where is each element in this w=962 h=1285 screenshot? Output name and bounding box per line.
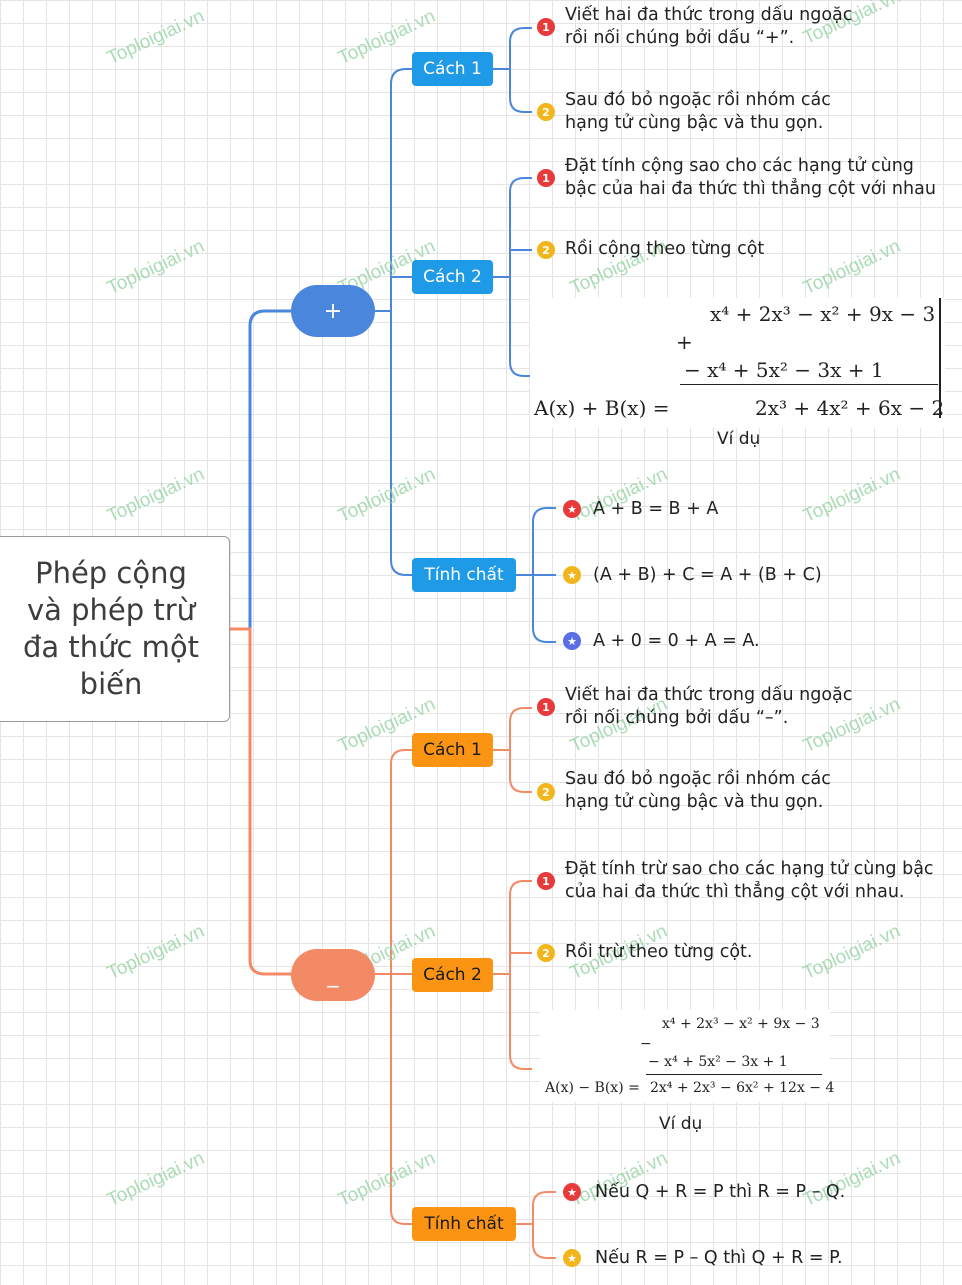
formula-result: 2x⁴ + 2x³ − 6x² + 12x − 4 [650, 1080, 835, 1096]
minus-node[interactable]: _ [291, 949, 375, 1001]
formula-sign: − [640, 1036, 652, 1052]
plus-cach1-item2[interactable]: Sau đó bỏ ngoặc rồi nhóm các hạng tử cùn… [565, 90, 831, 133]
minus-tinhchat-item2[interactable]: Nếu R = P – Q thì Q + R = P. [595, 1248, 843, 1268]
formula-lhs: A(x) − B(x) = [545, 1080, 640, 1096]
plus-tinhchat-tag[interactable]: Tính chất [412, 558, 516, 592]
formula-row-2: − x⁴ + 5x² − 3x + 1 [648, 1054, 788, 1070]
minus-example-formula: x⁴ + 2x³ − x² + 9x − 3 − − x⁴ + 5x² − 3x… [540, 1010, 834, 1102]
plus-tinhchat-item2[interactable]: (A + B) + C = A + (B + C) [593, 565, 822, 585]
number-1-badge-icon: 1 [537, 698, 555, 716]
formula-rule [646, 1074, 822, 1075]
minus-cach2-item2[interactable]: Rồi trừ theo từng cột. [565, 942, 753, 962]
minus-cach1-item1[interactable]: Viết hai đa thức trong dấu ngoặc rồi nối… [565, 685, 853, 728]
minus-tinhchat-tag[interactable]: Tính chất [412, 1207, 516, 1241]
formula-rule [680, 384, 938, 385]
plus-cach2-item1[interactable]: Đặt tính cộng sao cho các hạng tử cùng b… [565, 156, 936, 199]
formula-right-border [939, 298, 941, 418]
formula-row-1: x⁴ + 2x³ − x² + 9x − 3 [662, 1016, 820, 1032]
root-title-line: biến [79, 667, 143, 701]
star-badge-icon: ★ [563, 1183, 581, 1201]
minus-example-caption: Ví dụ [659, 1114, 703, 1134]
plus-node[interactable]: + [291, 285, 375, 337]
root-node[interactable]: Phép cộng và phép trừ đa thức một biến [0, 536, 230, 722]
minus-tinhchat-item1[interactable]: Nếu Q + R = P thì R = P – Q. [595, 1182, 846, 1202]
star-badge-icon: ★ [563, 566, 581, 584]
formula-row-1: x⁴ + 2x³ − x² + 9x − 3 [710, 302, 936, 326]
minus-cach2-tag[interactable]: Cách 2 [412, 958, 493, 992]
number-1-badge-icon: 1 [537, 872, 555, 890]
number-2-badge-icon: 2 [537, 241, 555, 259]
minus-cach1-tag[interactable]: Cách 1 [412, 733, 493, 767]
formula-row-2: − x⁴ + 5x² − 3x + 1 [684, 358, 884, 382]
number-2-badge-icon: 2 [537, 103, 555, 121]
root-title-line: đa thức một [22, 630, 200, 664]
plus-tinhchat-item3[interactable]: A + 0 = 0 + A = A. [593, 631, 760, 651]
minus-cach2-item1[interactable]: Đặt tính trừ sao cho các hạng tử cùng bậ… [565, 859, 934, 902]
root-title-line: Phép cộng [35, 556, 187, 590]
plus-cach1-item1[interactable]: Viết hai đa thức trong dấu ngoặc rồi nối… [565, 5, 853, 48]
formula-result: 2x³ + 4x² + 6x − 2 [755, 396, 945, 420]
plus-tinhchat-item1[interactable]: A + B = B + A [593, 499, 719, 519]
star-badge-icon: ★ [563, 632, 581, 650]
formula-sign: + [676, 330, 693, 354]
plus-cach1-tag[interactable]: Cách 1 [412, 52, 493, 86]
minus-cach1-item2[interactable]: Sau đó bỏ ngoặc rồi nhóm các hạng tử cùn… [565, 769, 831, 812]
plus-example-formula: x⁴ + 2x³ − x² + 9x − 3 + − x⁴ + 5x² − 3x… [530, 298, 945, 428]
plus-cach2-tag[interactable]: Cách 2 [412, 260, 493, 294]
star-badge-icon: ★ [563, 500, 581, 518]
number-2-badge-icon: 2 [537, 783, 555, 801]
number-1-badge-icon: 1 [537, 18, 555, 36]
number-1-badge-icon: 1 [537, 169, 555, 187]
star-badge-icon: ★ [563, 1249, 581, 1267]
formula-lhs: A(x) + B(x) = [534, 396, 670, 420]
number-2-badge-icon: 2 [537, 944, 555, 962]
plus-cach2-item2[interactable]: Rồi cộng theo từng cột [565, 239, 765, 259]
plus-example-caption: Ví dụ [717, 429, 761, 449]
root-title-line: và phép trừ [26, 593, 196, 627]
